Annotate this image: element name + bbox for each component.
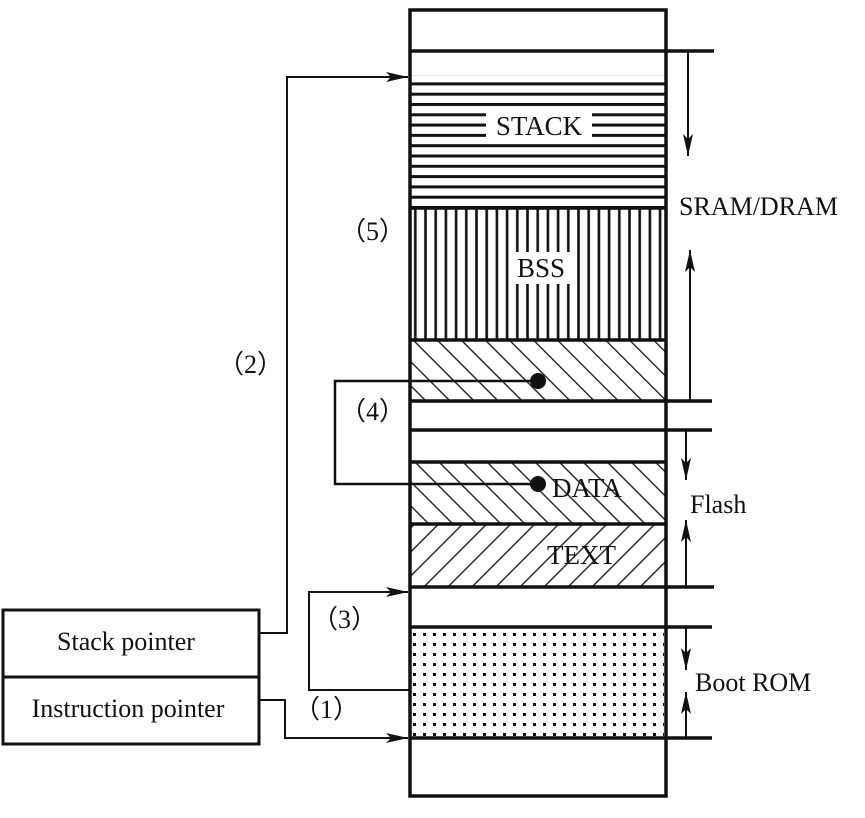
step-2-label: （2） bbox=[218, 350, 283, 379]
bss-label: BSS bbox=[517, 253, 565, 283]
data-flash-dot bbox=[530, 476, 546, 492]
data-ram-dot bbox=[530, 373, 546, 389]
sram-dram-label: SRAM/DRAM bbox=[679, 192, 838, 221]
arrow-step-1 bbox=[259, 699, 408, 743]
segment-text bbox=[410, 524, 666, 587]
data-label: DATA bbox=[552, 473, 622, 503]
label-stack: STACK bbox=[486, 110, 592, 142]
boot-rom-label: Boot ROM bbox=[695, 668, 811, 697]
memory-column bbox=[408, 8, 668, 798]
segment-data-flash bbox=[410, 462, 666, 524]
step-3-label: （3） bbox=[312, 605, 377, 634]
segment-data-ram bbox=[410, 340, 666, 401]
sram-range-arrows bbox=[683, 51, 695, 401]
step-4-label: （4） bbox=[340, 397, 405, 426]
step-1-label: （1） bbox=[294, 695, 359, 724]
label-bss: BSS bbox=[512, 252, 572, 284]
text-label: TEXT bbox=[547, 540, 616, 570]
label-text: TEXT bbox=[547, 540, 616, 570]
label-data: DATA bbox=[552, 473, 622, 503]
stack-label: STACK bbox=[496, 111, 583, 141]
register-block bbox=[1, 608, 261, 746]
instruction-pointer-register: Instruction pointer bbox=[32, 694, 225, 723]
segment-boot-rom bbox=[412, 627, 664, 738]
arrow-step-3 bbox=[308, 587, 410, 691]
segment-dividers bbox=[410, 49, 714, 740]
stack-pointer-register: Stack pointer bbox=[57, 627, 195, 656]
step-5-label: （5） bbox=[340, 217, 405, 246]
flash-label: Flash bbox=[690, 490, 746, 519]
connector-step-4 bbox=[333, 379, 538, 486]
arrow-step-2 bbox=[259, 72, 408, 634]
